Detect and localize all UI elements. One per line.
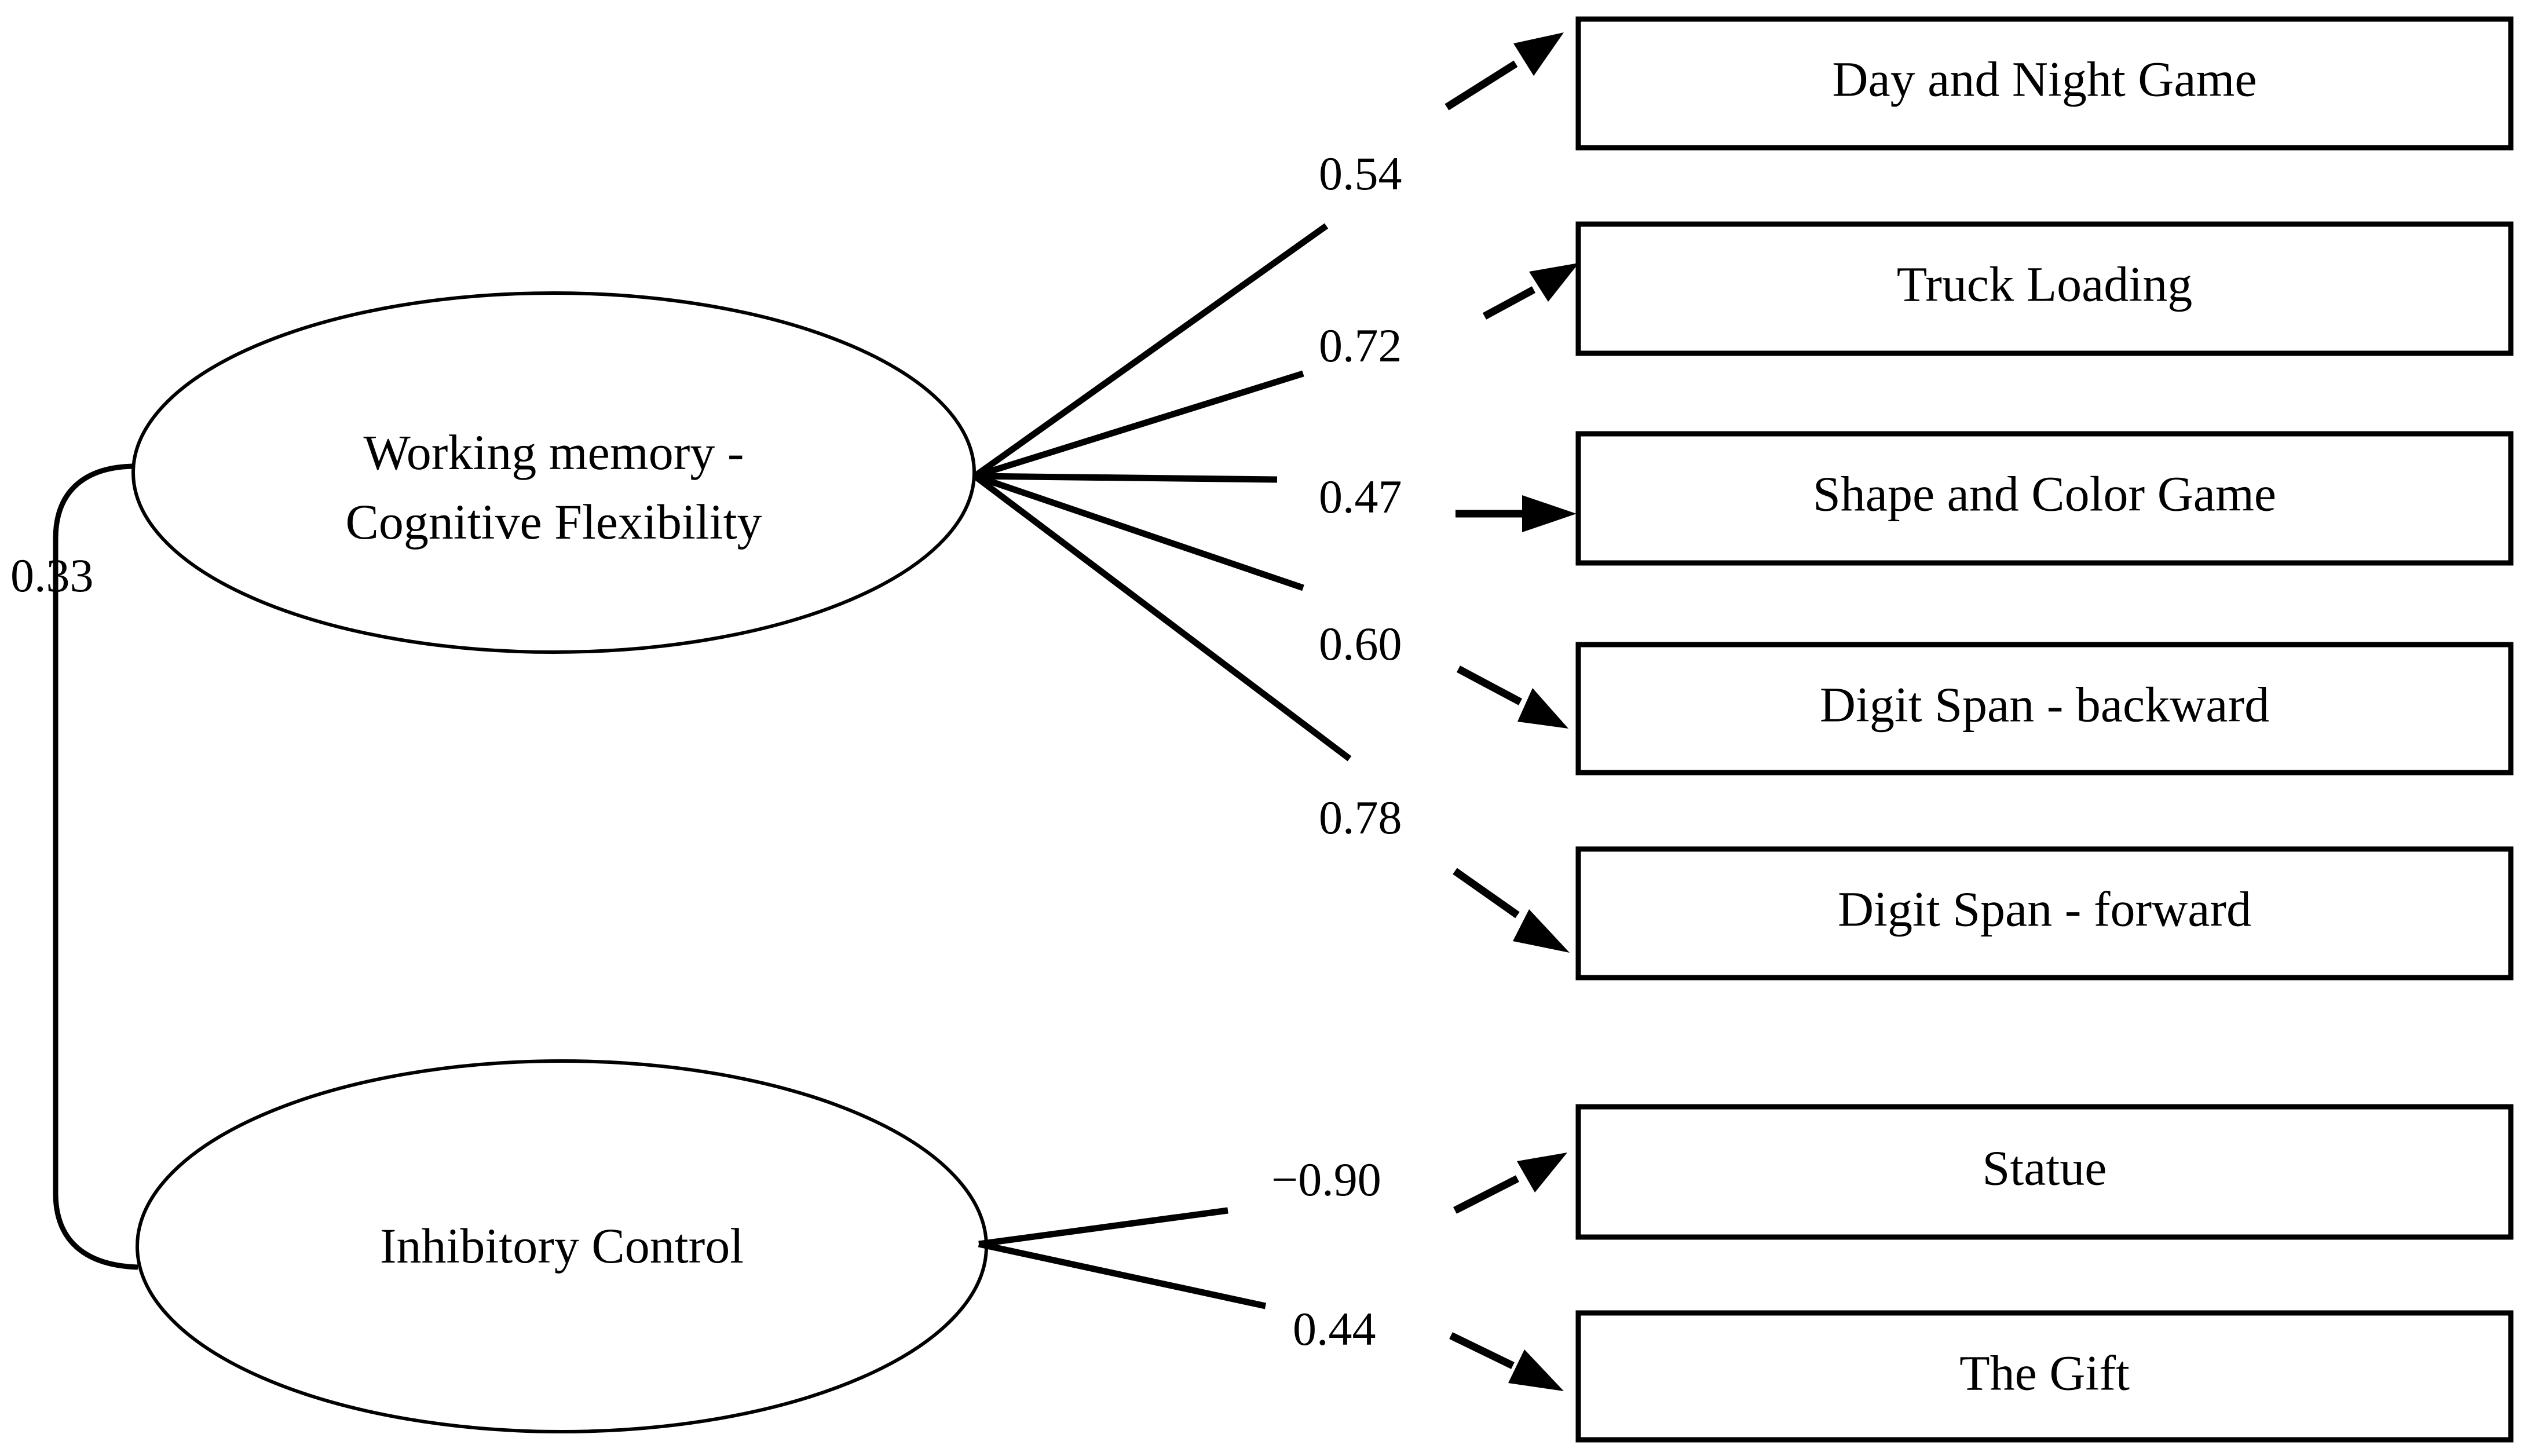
arrow-digit-span-forward (1453, 868, 1570, 953)
path-line-statue (978, 1207, 1228, 1248)
arrow-day-and-night-game (1444, 32, 1564, 111)
loading-label-statue: −0.90 (1271, 1153, 1381, 1206)
indicator-label-digit-span-backward: Digit Span - backward (1820, 677, 2269, 733)
indicator-box-digit-span-forward[interactable]: Digit Span - forward (1575, 846, 2514, 981)
latent-label-inhibitory-control: Inhibitory Control (380, 1218, 744, 1274)
arrow-digit-span-backward (1456, 665, 1568, 729)
correlation-label: 0.33 (10, 549, 94, 602)
loading-label-truck-loading: 0.72 (1319, 319, 1402, 372)
latent-label-line2: Cognitive Flexibility (345, 494, 762, 550)
indicator-label-statue: Statue (1983, 1140, 2107, 1196)
loading-label-digit-span-backward: 0.60 (1319, 617, 1402, 670)
arrow-statue (1453, 1153, 1567, 1214)
path-line-truck-loading (974, 370, 1304, 480)
indicator-box-statue[interactable]: Statue (1575, 1104, 2514, 1240)
indicator-label-day-and-night-game: Day and Night Game (1832, 52, 2257, 107)
indicator-box-day-and-night-game[interactable]: Day and Night Game (1575, 16, 2514, 151)
indicator-box-truck-loading[interactable]: Truck Loading (1575, 221, 2514, 356)
path-line-digit-span-forward (972, 473, 1352, 762)
indicator-label-the-gift: The Gift (1959, 1345, 2130, 1401)
indicator-label-truck-loading: Truck Loading (1897, 257, 2192, 312)
loading-label-the-gift: 0.44 (1293, 1303, 1376, 1355)
arrow-shape-and-color-game (1456, 495, 1577, 532)
path-line-shape-and-color-game (974, 473, 1278, 483)
indicator-label-shape-and-color-game: Shape and Color Game (1813, 466, 2276, 522)
indicator-box-shape-and-color-game[interactable]: Shape and Color Game (1575, 431, 2514, 566)
path-line-digit-span-backward (974, 473, 1304, 591)
path-line-day-and-night-game (972, 223, 1329, 479)
correlation-curve (53, 463, 138, 1270)
indicator-box-the-gift[interactable]: The Gift (1575, 1310, 2514, 1443)
loading-label-digit-span-forward: 0.78 (1319, 791, 1402, 844)
loading-label-shape-and-color-game: 0.47 (1319, 470, 1402, 523)
arrow-the-gift (1449, 1332, 1564, 1391)
loading-label-day-and-night-game: 0.54 (1319, 147, 1402, 200)
latent-label-line1: Working memory - (363, 425, 744, 480)
path-line-the-gift (978, 1241, 1267, 1309)
indicator-label-digit-span-forward: Digit Span - forward (1838, 881, 2251, 937)
arrow-truck-loading (1482, 263, 1579, 320)
indicator-box-digit-span-backward[interactable]: Digit Span - backward (1575, 642, 2514, 775)
